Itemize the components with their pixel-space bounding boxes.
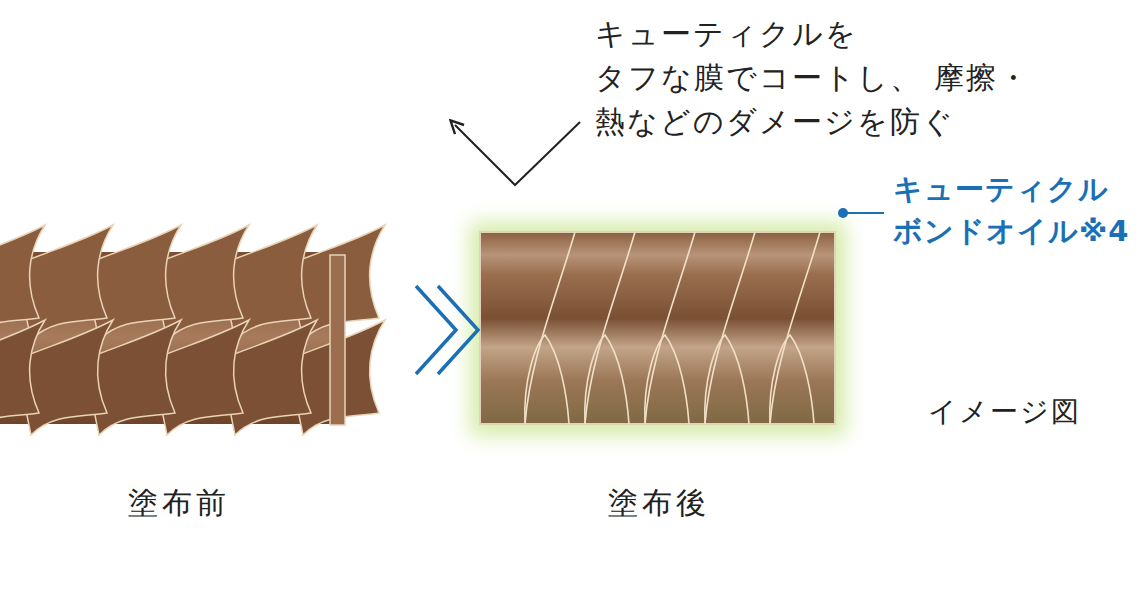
hair-after [470,222,846,436]
cuticle-line [525,335,569,424]
cuticle-line [585,232,635,424]
hair-end [330,255,345,425]
cuticle-line [525,232,575,424]
cuticle-line [770,232,820,424]
cuticle-line [585,335,629,424]
cuticle-line [705,335,749,424]
callout-leader [455,122,580,185]
coated-shaft [480,232,835,424]
leader-line [843,212,884,214]
cuticle-line [770,335,814,424]
figure-caption: 塗布後 [478,483,840,524]
callout-text: キューティクルを タフな膜でコートし、 摩擦・熱などのダメージを防ぐ [595,12,1065,144]
hair-figure: 塗布後 [478,200,840,524]
product-label: キューティクル ボンドオイル※4 [893,168,1143,252]
progress-arrow [416,286,478,374]
oil-glow [470,222,846,436]
cuticle-scale [0,320,45,435]
cuticle-line [645,335,689,424]
hair-before [0,225,385,435]
cuticle-line [645,232,695,424]
image-note: イメージ図 [928,392,1128,432]
cuticle-line [705,232,755,424]
figure-caption: 塗布前 [0,483,358,524]
chevron [438,286,478,374]
hair-figure: 塗布前 [0,222,358,524]
